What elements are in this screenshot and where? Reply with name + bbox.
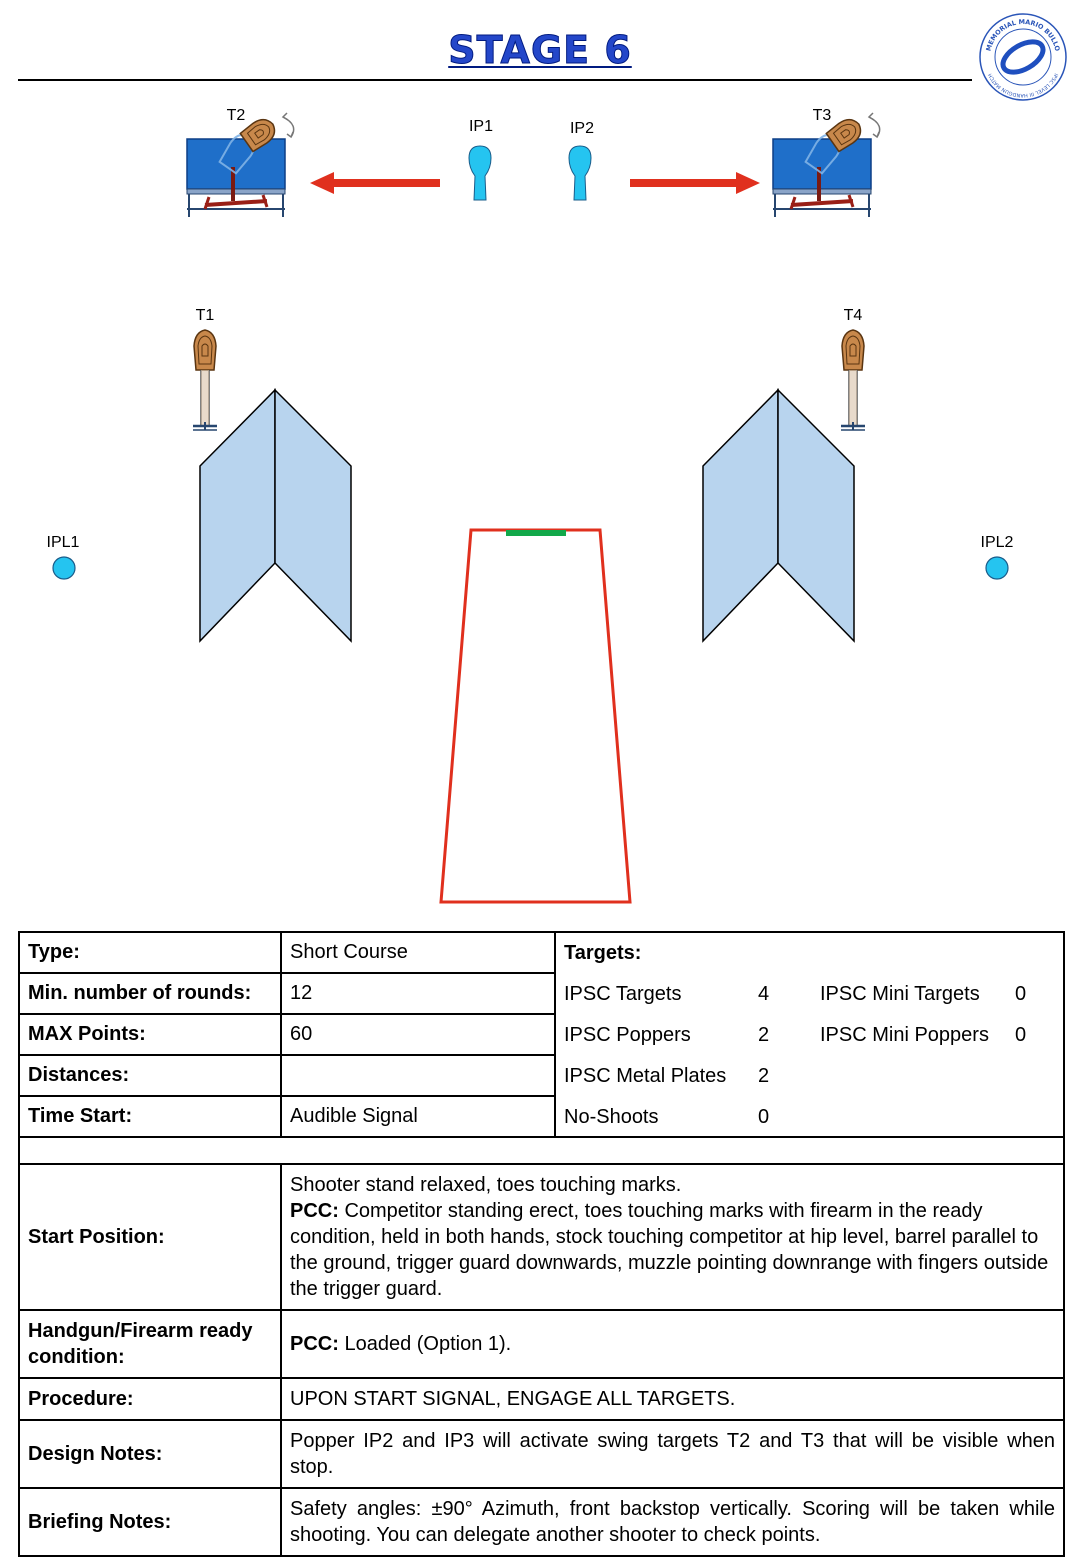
- ipsc-targets-label: IPSC Targets: [564, 983, 682, 1005]
- distances-label: Distances:: [18, 1054, 282, 1097]
- mini-targets-label: IPSC Mini Targets: [820, 983, 980, 1005]
- targets-label: Targets:: [564, 942, 642, 964]
- time-value: Audible Signal: [280, 1095, 556, 1138]
- poppers-value: 2: [758, 1024, 770, 1046]
- label-t1: T1: [196, 307, 215, 324]
- page-title: STAGE 6: [448, 28, 632, 73]
- wall-left: [199, 388, 352, 643]
- design-notes-value: Popper IP2 and IP3 will activate swing t…: [280, 1419, 1065, 1489]
- ipsc-targets-value: 4: [758, 983, 770, 1005]
- type-value: Short Course: [280, 931, 556, 974]
- label-ip1: IP1: [469, 118, 493, 135]
- start-pcc-text: Competitor standing erect, toes touching…: [290, 1200, 1049, 1300]
- paper-target-t4: [839, 328, 867, 432]
- label-ipl2: IPL2: [981, 534, 1014, 551]
- match-logo: MEMORIAL MARIO BULLO IPSC LEVEL III HAND…: [979, 13, 1067, 101]
- swing-target-t3: [771, 111, 882, 219]
- title-divider: [18, 79, 972, 81]
- ready-pcc-text: Loaded (Option 1).: [338, 1332, 512, 1355]
- stage-info-table: Type: Short Course Targets: IPSC Targets…: [18, 931, 1065, 1557]
- poppers-label: IPSC Poppers: [564, 1024, 691, 1046]
- mini-poppers-label: IPSC Mini Poppers: [820, 1024, 989, 1046]
- distances-value: [280, 1054, 556, 1097]
- briefing-notes-label: Briefing Notes:: [18, 1487, 282, 1557]
- label-ipl1: IPL1: [47, 534, 80, 551]
- label-t2: T2: [227, 107, 246, 124]
- start-position-label: Start Position:: [18, 1163, 282, 1311]
- points-label: MAX Points:: [18, 1013, 282, 1056]
- start-line: Shooter stand relaxed, toes touching mar…: [290, 1174, 682, 1196]
- swing-target-t2: [185, 111, 296, 219]
- label-t4: T4: [844, 307, 863, 324]
- metal-plates-value: 2: [758, 1065, 770, 1087]
- fault-line-mark: [506, 530, 566, 536]
- procedure-value: UPON START SIGNAL, ENGAGE ALL TARGETS.: [280, 1377, 1065, 1421]
- targets-cell: Targets: IPSC Targets 4 IPSC Mini Target…: [554, 931, 1065, 1138]
- ready-pcc-label: PCC:: [290, 1332, 339, 1355]
- ready-condition-label: Handgun/Firearm ready condition:: [18, 1309, 282, 1379]
- design-notes-label: Design Notes:: [18, 1419, 282, 1489]
- start-pcc-label: PCC:: [290, 1200, 339, 1222]
- mini-targets-value: 0: [1015, 983, 1027, 1005]
- arrow-right: [630, 172, 760, 194]
- popper-ip1: [468, 145, 492, 201]
- rounds-value: 12: [280, 972, 556, 1015]
- popper-ip2: [568, 145, 592, 201]
- ready-condition-value: PCC: Loaded (Option 1).: [280, 1309, 1065, 1379]
- start-position-value: Shooter stand relaxed, toes touching mar…: [280, 1163, 1065, 1311]
- procedure-label: Procedure:: [18, 1377, 282, 1421]
- points-value: 60: [280, 1013, 556, 1056]
- spacer-row: [18, 1136, 1065, 1165]
- label-t3: T3: [813, 107, 832, 124]
- shooting-box: [439, 528, 632, 904]
- paper-target-t1: [191, 328, 219, 432]
- briefing-notes-value: Safety angles: ±90° Azimuth, front backs…: [280, 1487, 1065, 1557]
- no-shoots-label: No-Shoots: [564, 1106, 659, 1128]
- metal-plate-ipl1: [52, 556, 76, 580]
- no-shoots-value: 0: [758, 1106, 770, 1128]
- label-ip2: IP2: [570, 120, 594, 137]
- metal-plate-ipl2: [985, 556, 1009, 580]
- mini-poppers-value: 0: [1015, 1024, 1027, 1046]
- type-label: Type:: [18, 931, 282, 974]
- rounds-label: Min. number of rounds:: [18, 972, 282, 1015]
- metal-plates-label: IPSC Metal Plates: [564, 1065, 727, 1087]
- time-label: Time Start:: [18, 1095, 282, 1138]
- arrow-left: [310, 172, 440, 194]
- wall-right: [702, 388, 855, 643]
- stage-diagram: T2 T3 IP1 IP2 T1 T4 IPL1: [47, 107, 1014, 904]
